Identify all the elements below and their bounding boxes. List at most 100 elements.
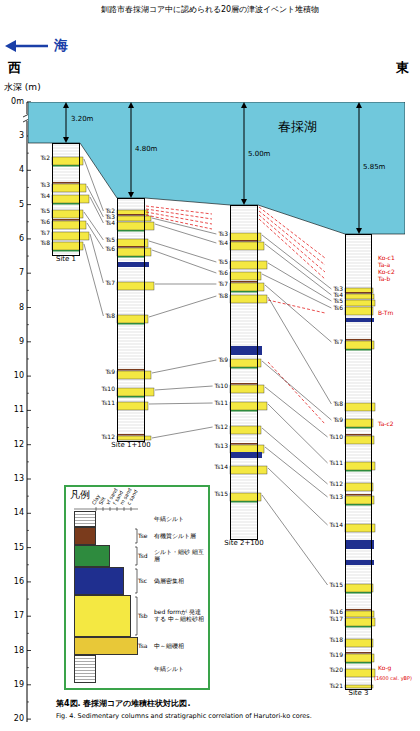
varve-line xyxy=(345,596,372,597)
axis-minor-tick xyxy=(27,221,29,222)
grain-tick xyxy=(117,507,118,511)
facies-code: Tsb xyxy=(138,613,148,620)
varve-line xyxy=(230,375,258,376)
tsunami-sand-layer xyxy=(345,524,375,532)
axis-number: 5 xyxy=(19,200,24,209)
facies-code: Tse xyxy=(138,533,148,540)
sea-arrow xyxy=(14,45,48,48)
layer-label: Ts3 xyxy=(218,231,228,238)
axis-tick xyxy=(27,410,31,411)
layer-label: Ts18 xyxy=(330,637,343,644)
axis-minor-tick xyxy=(27,633,29,634)
organic-layer xyxy=(52,219,80,221)
varve-line xyxy=(345,386,372,387)
varve-line xyxy=(230,324,258,325)
axis-tick xyxy=(27,170,31,171)
axis-number: 0m xyxy=(11,98,24,107)
varve-line xyxy=(117,236,145,237)
varve-line xyxy=(230,384,258,385)
tsunami-sand-layer xyxy=(230,445,264,453)
varve-line xyxy=(345,323,372,324)
varve-line xyxy=(230,483,258,484)
varve-line xyxy=(345,566,372,567)
varve-line xyxy=(345,683,372,684)
silt-sand-layer xyxy=(230,501,258,503)
varve-line xyxy=(230,318,258,319)
varve-line xyxy=(230,270,258,271)
varve-line xyxy=(52,154,80,155)
tsunami-sand-layer xyxy=(230,283,264,291)
axis-tick xyxy=(27,547,31,548)
core-column: Site 1+100 xyxy=(117,198,145,442)
tsunami-sand-layer xyxy=(52,195,89,203)
varve-line xyxy=(117,434,145,435)
varve-line xyxy=(345,251,372,252)
water-depth: 4.80m xyxy=(134,146,158,154)
arrow-head xyxy=(128,102,134,108)
varve-line xyxy=(345,638,372,639)
tsunami-sand-layer xyxy=(345,669,375,677)
legend-heading: 凡例 xyxy=(70,489,90,500)
tephra-label: Ko-c1 xyxy=(378,255,395,262)
varve-line xyxy=(345,668,372,669)
varve-line xyxy=(230,369,258,370)
varve-line xyxy=(345,557,372,558)
layer-label: Ts12 xyxy=(102,434,115,441)
varve-line xyxy=(230,327,258,328)
tsunami-sand-layer xyxy=(345,685,373,688)
varve-line xyxy=(345,533,372,534)
varve-line xyxy=(117,260,145,261)
varve-line xyxy=(345,569,372,570)
varve-line xyxy=(230,396,258,397)
legend-text: 年縞シルト xyxy=(154,666,206,673)
layer-label: Ts19 xyxy=(330,652,343,659)
silt-sand-layer xyxy=(230,367,258,369)
varve-line xyxy=(345,392,372,393)
varve-line xyxy=(117,329,145,330)
varve-line xyxy=(117,419,145,420)
axis-tick xyxy=(27,204,31,205)
varve-line xyxy=(345,509,372,510)
organic-layer xyxy=(117,214,145,216)
tsunami-sand-layer xyxy=(345,618,375,626)
varve-line xyxy=(230,462,258,463)
varve-line xyxy=(52,169,80,170)
correlation-line xyxy=(262,274,331,308)
silt-sand-layer xyxy=(117,396,145,398)
varve-line xyxy=(117,233,145,234)
varve-line xyxy=(230,507,258,508)
varve-line xyxy=(230,465,258,466)
layer-label: Ts8 xyxy=(40,240,50,247)
layer-label: Ts13 xyxy=(330,494,343,501)
water-depth: 5.85m xyxy=(362,164,386,172)
silt-sand-layer xyxy=(345,504,372,506)
axis-minor-tick xyxy=(27,393,29,394)
correlation-line xyxy=(152,360,216,373)
core-column: Site 3 xyxy=(345,234,372,690)
varve-line xyxy=(345,371,372,372)
varve-line xyxy=(230,282,258,283)
varve-line xyxy=(117,272,145,273)
varve-line xyxy=(345,572,372,573)
varve-line xyxy=(117,299,145,300)
correlation-line xyxy=(268,297,331,404)
varve-line xyxy=(117,314,145,315)
varve-line xyxy=(117,431,145,432)
layer-label: Ts12 xyxy=(215,424,228,431)
layer-label: Ts11 xyxy=(330,460,343,467)
layer-label: Ts6 xyxy=(218,270,228,277)
varve-line xyxy=(117,311,145,312)
varve-line xyxy=(345,374,372,375)
varve-line xyxy=(230,459,258,460)
axis-minor-tick xyxy=(27,667,29,668)
layer-label: Ts6 xyxy=(105,246,115,253)
sea-label: 海 xyxy=(54,38,68,53)
varve-line xyxy=(230,228,258,229)
varve-line xyxy=(117,383,145,384)
varve-line xyxy=(345,317,372,318)
tsunami-sand-layer xyxy=(117,210,148,215)
varve-line xyxy=(117,200,145,201)
varve-line xyxy=(52,205,80,206)
varve-line xyxy=(117,215,145,216)
